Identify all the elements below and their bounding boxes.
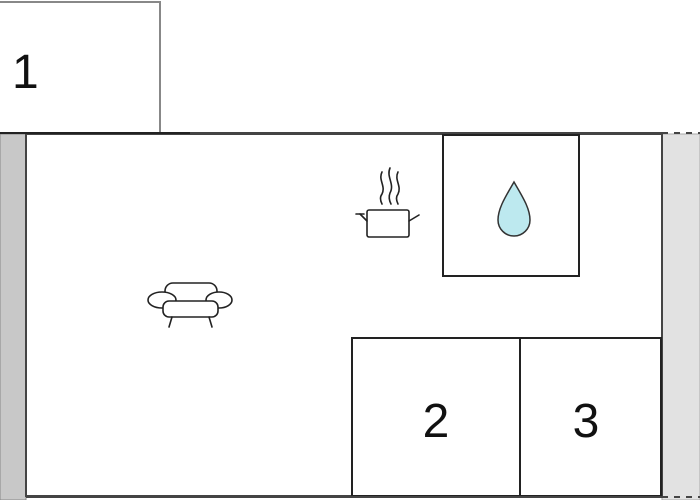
water-drop-icon xyxy=(497,180,531,237)
room-3-number: 3 xyxy=(573,395,600,448)
room-1-number: 1 xyxy=(12,46,39,99)
room-2-number: 2 xyxy=(423,395,450,448)
right-wall-strip xyxy=(661,133,700,500)
room-2-box xyxy=(351,337,521,497)
armchair-icon xyxy=(147,282,233,328)
room-1-box xyxy=(0,1,161,134)
left-wall-strip xyxy=(0,133,27,500)
room-3-box xyxy=(519,337,662,497)
cooking-pot-icon xyxy=(355,167,420,238)
